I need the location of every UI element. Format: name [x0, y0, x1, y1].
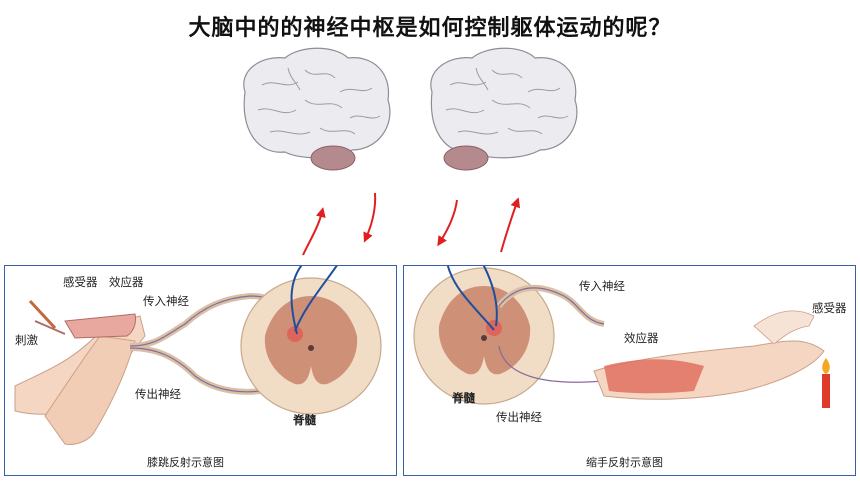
label-receptor-right: 感受器	[812, 301, 847, 315]
arrow-up-left-pathway	[302, 207, 326, 256]
arrow-up-right-pathway	[500, 197, 521, 253]
label-effector: 效应器	[109, 275, 144, 289]
label-afferent-nerve: 传入神经	[143, 294, 189, 308]
knee-jerk-reflex-panel: 感受器 效应器 传入神经 刺激 传出神经 脊髓 膝跳反射示意图	[4, 265, 397, 476]
label-spinal-cord-right: 脊髓	[452, 391, 475, 405]
caption-knee-jerk: 膝跳反射示意图	[147, 456, 224, 469]
knee-jerk-diagram	[14, 266, 382, 445]
caption-hand-withdrawal: 缩手反射示意图	[586, 456, 663, 469]
label-receptor: 感受器	[63, 275, 98, 289]
page-title: 大脑中的的神经中枢是如何控制躯体运动的呢？	[188, 16, 672, 41]
arrow-down-left-pathway	[363, 192, 377, 243]
hand-withdrawal-diagram	[413, 266, 830, 408]
label-effector-right: 效应器	[624, 331, 659, 345]
label-efferent-nerve: 传出神经	[135, 387, 181, 401]
label-stimulus: 刺激	[15, 333, 38, 347]
arrow-down-right-pathway	[437, 199, 458, 247]
hand-withdrawal-reflex-panel: 传入神经 效应器 感受器 脊髓 传出神经 缩手反射示意图	[403, 265, 856, 476]
label-afferent-nerve-right: 传入神经	[579, 279, 625, 293]
brain-right	[430, 47, 578, 171]
label-spinal-cord: 脊髓	[293, 413, 316, 427]
label-efferent-nerve-right: 传出神经	[496, 410, 542, 424]
brain-left	[243, 47, 391, 171]
